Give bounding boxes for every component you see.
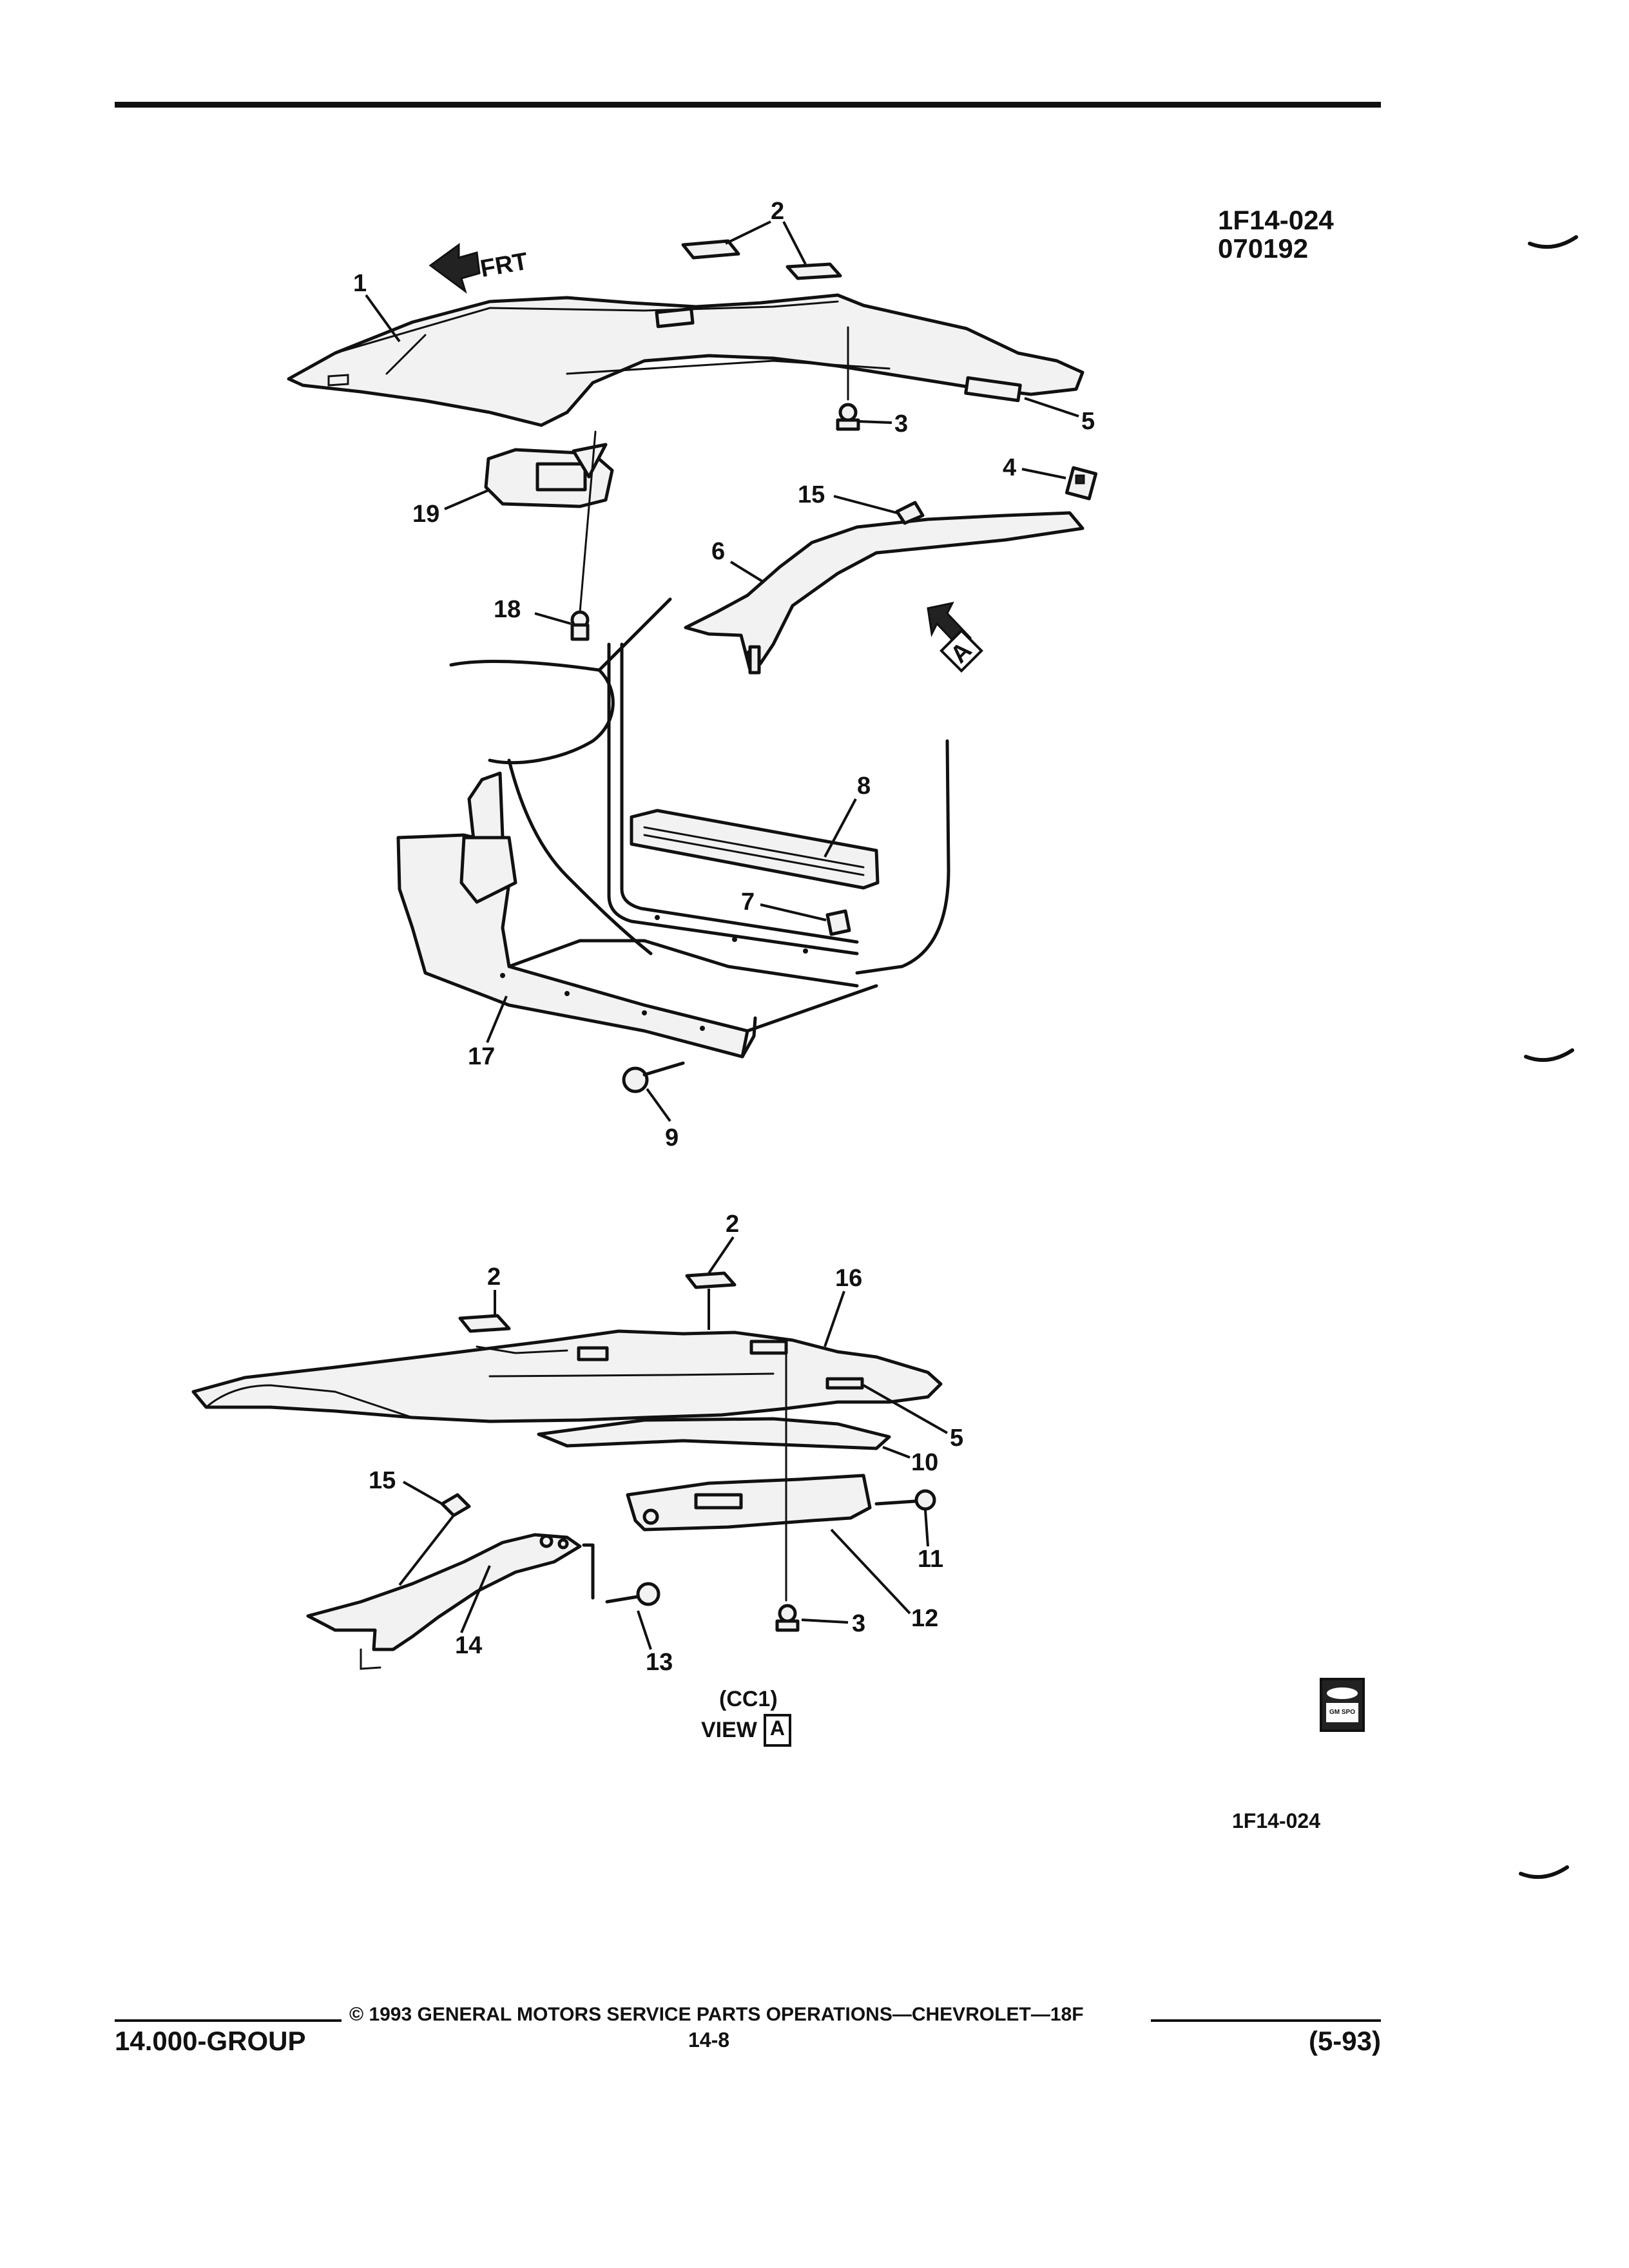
headliner-panel <box>287 293 1084 427</box>
gm-spo-logo: GM SPO <box>1320 1678 1365 1732</box>
sunshade-support <box>570 430 597 641</box>
push-retainer-view-a <box>440 1493 471 1517</box>
callout-1: 1 <box>353 270 367 297</box>
footer-rule-left <box>115 2019 342 2022</box>
body-structure <box>449 597 950 975</box>
view-caption: VIEW A <box>701 1714 792 1747</box>
callout-3: 3 <box>894 410 908 437</box>
door-sill-plate <box>630 809 880 890</box>
logo-text: GM SPO <box>1329 1709 1356 1716</box>
sunshade <box>484 443 614 508</box>
top-rule <box>115 102 1381 108</box>
logo-emblem-icon <box>1327 1687 1358 1699</box>
fastener-screw-view-a <box>775 1352 800 1632</box>
rocker-kick-panel <box>396 771 878 1059</box>
footer-group: 14.000-GROUP <box>115 2026 306 2056</box>
footer-copyright: © 1993 GENERAL MOTORS SERVICE PARTS OPER… <box>349 2004 1084 2025</box>
main-view-callouts: 1 2 3 4 5 6 7 8 9 15 17 18 19 <box>353 198 1095 1151</box>
windshield-pillar-molding <box>684 511 1084 675</box>
view-a-callout-11: 11 <box>918 1546 943 1573</box>
panel-screw <box>622 1061 685 1093</box>
headliner-panel-view-a <box>191 1329 943 1423</box>
callout-9: 9 <box>665 1124 679 1151</box>
footer: © 1993 GENERAL MOTORS SERVICE PARTS OPER… <box>115 2004 1381 2075</box>
figure-date-code: 070192 <box>1218 233 1309 264</box>
callout-4: 4 <box>1003 454 1016 481</box>
callout-6: 6 <box>711 538 725 565</box>
view-a-callout-2b: 2 <box>726 1211 739 1238</box>
view-a-callout-5: 5 <box>950 1425 963 1452</box>
molding-screw <box>582 1543 660 1606</box>
front-arrow-icon: FRT <box>429 243 530 294</box>
callout-2: 2 <box>771 198 784 225</box>
view-a-callout-13: 13 <box>646 1649 673 1676</box>
view-a-callout-14: 14 <box>455 1632 482 1659</box>
logo-badge: GM SPO <box>1326 1703 1358 1722</box>
callout-15: 15 <box>798 481 825 508</box>
footer-revision: (5-93) <box>1308 2026 1381 2056</box>
view-variant-label: (CC1) <box>719 1687 778 1711</box>
roof-rail-trim <box>537 1417 891 1450</box>
callout-17: 17 <box>468 1043 495 1070</box>
callout-5: 5 <box>1081 408 1095 435</box>
figure-code-top: 1F14-024 <box>1218 205 1334 235</box>
view-letter: A <box>769 1716 786 1740</box>
callout-7: 7 <box>741 889 755 916</box>
callout-19: 19 <box>412 501 439 528</box>
callout-8: 8 <box>857 773 871 800</box>
view-letter-box: A <box>763 1714 792 1747</box>
push-retainer <box>895 501 925 525</box>
footer-rule-right <box>1151 2019 1381 2022</box>
footer-page-number: 14-8 <box>688 2028 730 2052</box>
view-a-arrow-icon: A <box>927 601 983 673</box>
callout-18: 18 <box>494 596 521 623</box>
view-a-callout-15: 15 <box>369 1467 396 1494</box>
view-a-callout-12: 12 <box>911 1605 938 1632</box>
sill-plate-clip <box>825 909 851 936</box>
figure-code-bottom: 1F14-024 <box>1232 1809 1320 1832</box>
retainer-pad <box>681 239 842 280</box>
trim-screw <box>874 1489 936 1511</box>
pillar-clip <box>1065 466 1098 501</box>
front-arrow-label: FRT <box>478 248 530 283</box>
view-a-callouts: 2 2 16 5 10 15 11 12 3 14 13 <box>369 1211 963 1676</box>
view-a-callout-16: 16 <box>835 1265 862 1292</box>
view-a-callout-3: 3 <box>852 1610 865 1637</box>
view-a-callout-10: 10 <box>911 1449 938 1476</box>
fastener-screw <box>836 326 860 431</box>
pillar-molding-view-a <box>306 1533 582 1670</box>
upper-trim-panel <box>626 1474 872 1532</box>
view-label: VIEW <box>701 1718 757 1742</box>
retainer-pad-view-a <box>458 1271 737 1333</box>
view-a-callout-2a: 2 <box>487 1264 501 1291</box>
